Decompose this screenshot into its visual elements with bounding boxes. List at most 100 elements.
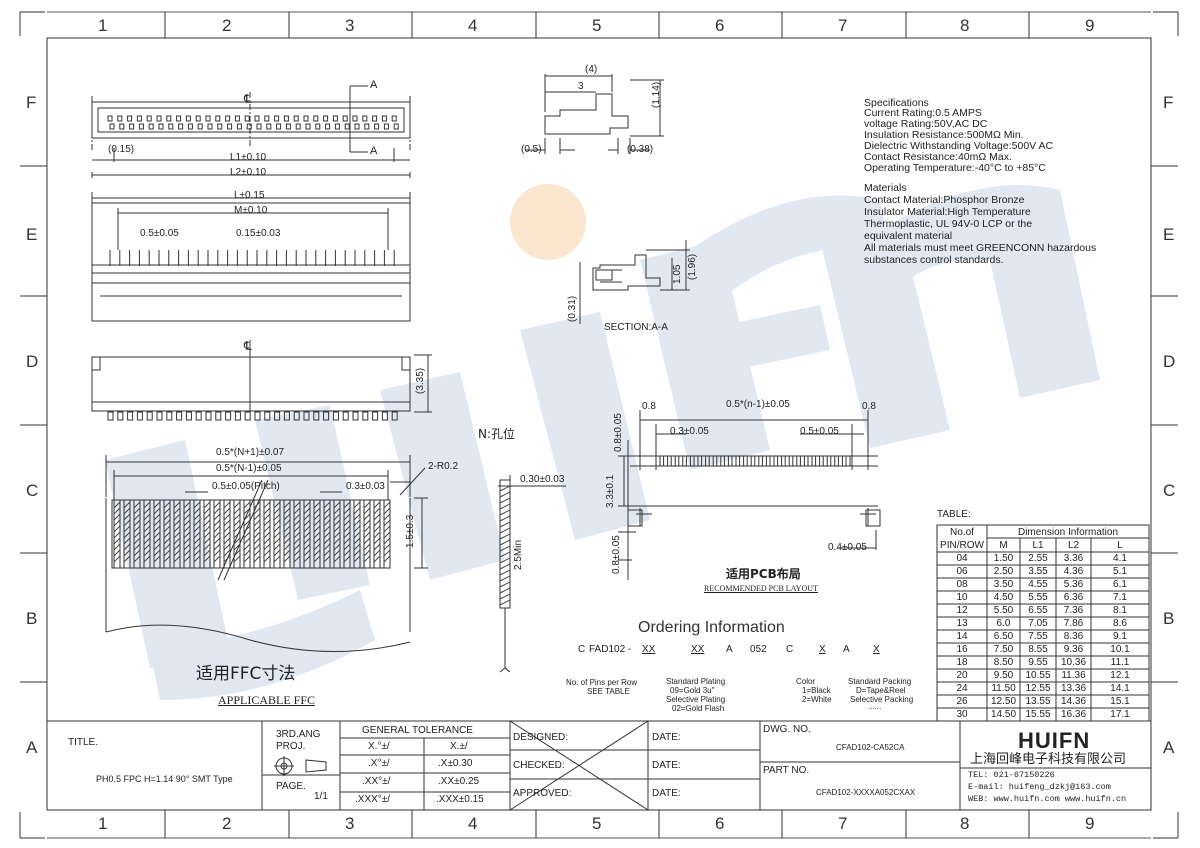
zone-col-2-bottom: 2	[222, 814, 232, 833]
table-cell: 12.55	[1025, 683, 1051, 694]
tolerance-head: GENERAL TOLERANCE	[362, 725, 473, 736]
ffc-stiffener-hatch	[499, 557, 511, 564]
ffc-hatch	[203, 555, 211, 563]
rear-view-pin	[215, 411, 222, 421]
ffc-hatch	[363, 513, 371, 521]
dim-m: M±0.10	[234, 205, 268, 216]
top-view-pin	[136, 115, 142, 122]
table-cell: 10.1	[1110, 644, 1130, 655]
top-view-pin	[332, 115, 338, 122]
pcb-pad	[769, 455, 775, 467]
top-view-pin	[264, 115, 270, 122]
material-line: substances control standards.	[864, 254, 1004, 266]
ffc-contact	[303, 499, 311, 569]
table-cell-pins: 04	[956, 553, 968, 564]
ffc-hatch	[323, 501, 331, 509]
ffc-hatch	[133, 501, 141, 509]
ffc-hatch	[323, 537, 331, 545]
inner-frame	[46, 37, 1152, 811]
table-cell: 9.1	[1113, 631, 1127, 642]
code-pins: XX	[642, 644, 656, 655]
ffc-hatch	[163, 513, 171, 521]
table-cell: 11.36	[1061, 670, 1086, 681]
table-cell: 14.36	[1060, 696, 1087, 707]
ffc-hatch	[113, 537, 121, 545]
dim-1-14: (1.14)	[651, 81, 662, 108]
ffc-hatch	[213, 555, 221, 563]
ffc-hatch	[123, 543, 131, 551]
table-cell-pins: 16	[956, 644, 968, 655]
material-line: Insulator Material:High Temperature	[864, 206, 1031, 218]
top-view-pin	[254, 115, 260, 122]
ffc-hatch	[343, 549, 351, 557]
top-view-pin	[344, 123, 350, 130]
ffc-hatch	[153, 531, 161, 539]
ffc-hatch	[113, 501, 121, 509]
rear-view-pin	[117, 411, 124, 421]
ffc-hatch	[353, 543, 361, 551]
ffc-hatch	[233, 501, 241, 509]
ffc-stiffener-hatch	[499, 503, 511, 510]
company-web: WEB: www.huifn.com www.huifn.cn	[968, 794, 1127, 804]
ffc-hatch	[383, 513, 391, 521]
ffc-hatch	[343, 519, 351, 527]
pcb-pad	[761, 455, 767, 467]
table-head-pinrow: PIN/ROW	[940, 540, 984, 551]
ffc-hatch	[313, 507, 321, 515]
ffc-contact	[373, 499, 381, 569]
table-cell: 7.36	[1063, 605, 1084, 616]
ffc-hatch	[113, 543, 121, 551]
ffc-contact	[363, 499, 371, 569]
pcb-title-en: RECOMMENDED PCB LAYOUT	[704, 584, 818, 593]
ffc-hatch	[233, 525, 241, 533]
ffc-hatch	[243, 549, 251, 557]
table-cell: 9.55	[1028, 657, 1048, 668]
ffc-hatch	[173, 525, 181, 533]
ffc-contact	[123, 499, 131, 569]
ffc-hatch	[163, 549, 171, 557]
ffc-hatch	[353, 537, 361, 545]
ffc-contact	[253, 499, 261, 569]
rear-view-pin	[244, 411, 251, 421]
zone-col-9-bottom: 9	[1085, 814, 1095, 833]
dim-0-15: (0.15)	[108, 144, 135, 155]
ffc-hatch	[233, 513, 241, 521]
spec-line: Dielectric Withstanding Voltage:500V AC	[864, 140, 1054, 152]
ffc-hatch	[273, 507, 281, 515]
dwg-value: CFAD102-CA52CA	[836, 743, 905, 752]
rear-view-pin	[332, 411, 339, 421]
ffc-hatch	[293, 507, 301, 515]
ffc-hatch	[353, 525, 361, 533]
top-view-pin	[244, 115, 250, 122]
proj-label: PROJ.	[276, 741, 306, 752]
ffc-hatch	[353, 549, 361, 557]
ffc-contact	[323, 499, 331, 569]
ffc-hatch	[183, 501, 191, 509]
ffc-hatch	[223, 507, 231, 515]
top-view-pin	[381, 115, 387, 122]
table-cell: 7.86	[1063, 618, 1084, 629]
dim-pcb-pad-length: 0.8±0.05	[613, 413, 624, 452]
dim-3-35: (3.35)	[415, 367, 426, 394]
spec-line: Current Rating:0.5 AMPS	[864, 107, 982, 119]
top-view-pin	[107, 115, 113, 122]
rear-view-pin	[372, 411, 379, 421]
table-cell: 4.50	[993, 592, 1014, 603]
ffc-hatch	[313, 543, 321, 551]
ffc-hatch	[113, 531, 121, 539]
ffc-hatch	[243, 525, 251, 533]
zone-row-d: D	[26, 352, 39, 371]
tol-linear-2: .XX±0.25	[438, 776, 480, 787]
ffc-hatch	[383, 537, 391, 545]
ffc-hatch	[123, 519, 131, 527]
ffc-hatch	[113, 555, 121, 563]
ffc-stiffener-hatch	[499, 497, 511, 504]
ffc-hatch	[273, 525, 281, 533]
ffc-hatch	[363, 525, 371, 533]
ffc-hatch	[173, 501, 181, 509]
code-series: FAD102 -	[589, 644, 632, 655]
ffc-contact	[263, 499, 271, 569]
ffc-hatch	[293, 555, 301, 563]
date-label-1: DATE:	[652, 732, 681, 743]
table-cell: 9.36	[1063, 644, 1084, 655]
